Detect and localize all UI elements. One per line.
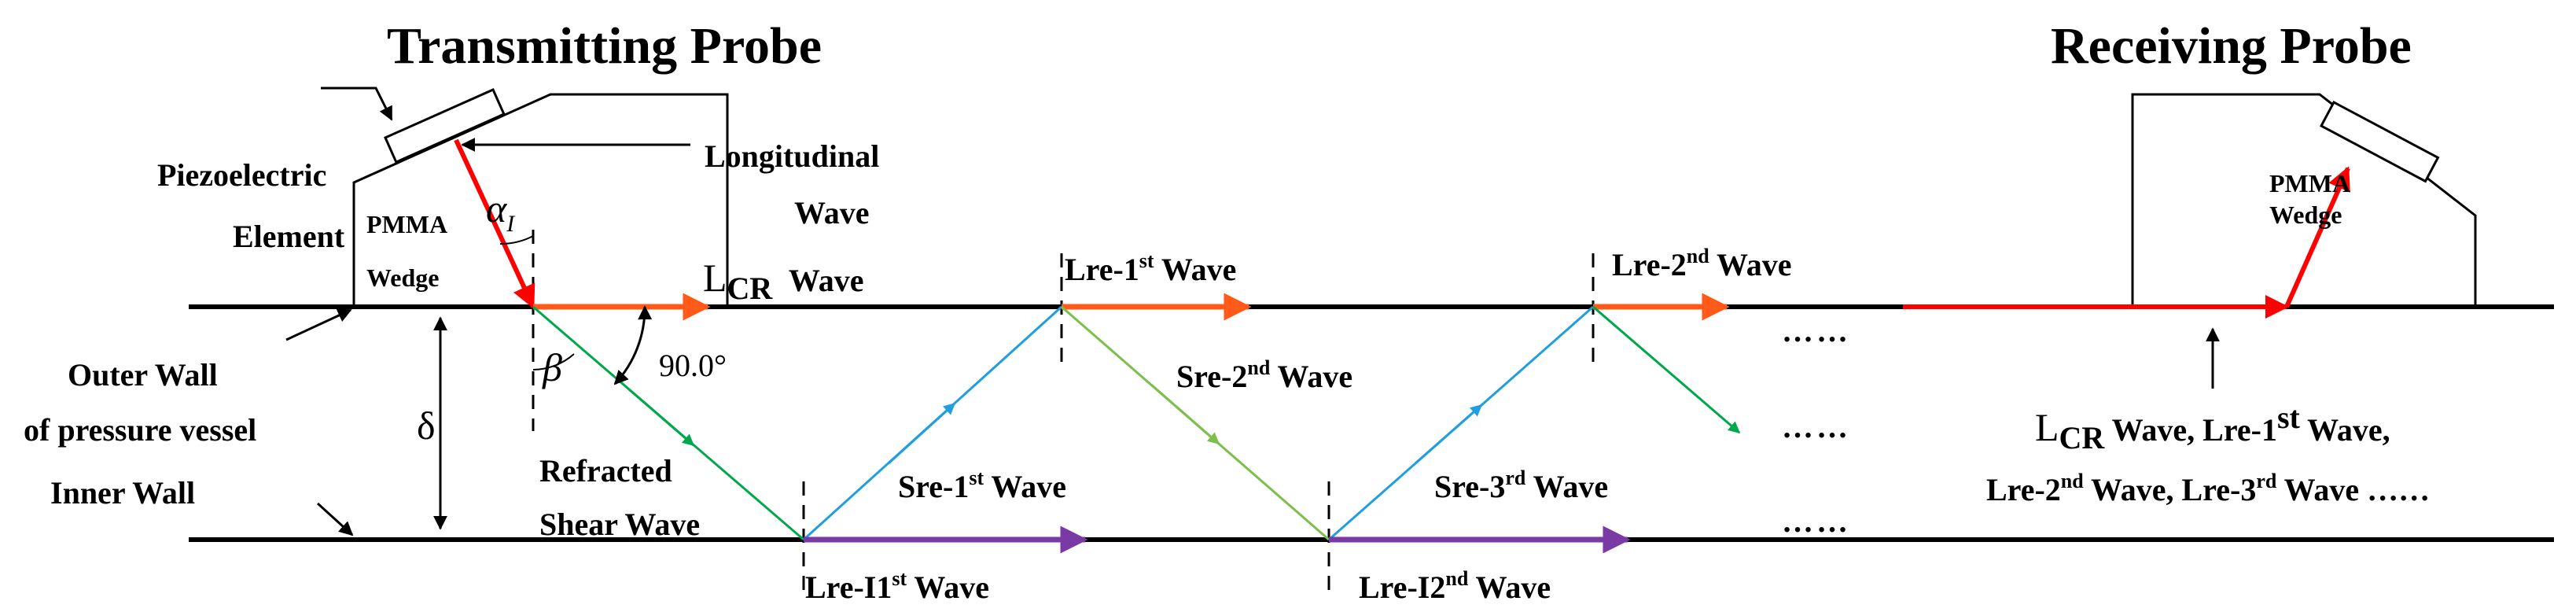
transmitting-probe-title: Transmitting Probe xyxy=(387,17,822,75)
piezo-label-line1: Piezoelectric xyxy=(157,157,326,193)
angle-90-arc xyxy=(613,305,653,385)
continuation-dots-outer: …… xyxy=(1782,313,1851,348)
lrei2-label: Lre-I2nd Wave xyxy=(1359,567,1551,605)
pmma-right-line2: Wedge xyxy=(2269,201,2342,229)
lrei1-label: Lre-I1st Wave xyxy=(805,567,989,605)
receiving-probe-title: Receiving Probe xyxy=(2051,17,2412,75)
longitudinal-label-line2: Wave xyxy=(794,195,870,230)
piezoelectric-element-receiver xyxy=(2320,100,2440,183)
inner-wall-label: Inner Wall xyxy=(50,475,195,511)
receiver-label-line2: Lre-2nd Wave, Lre-3rd Wave …… xyxy=(1986,470,2430,507)
sre4-ray xyxy=(1592,305,1741,434)
continuation-dots-inner: …… xyxy=(1782,503,1851,539)
beta-symbol: β xyxy=(542,345,562,389)
received-longitudinal-ray xyxy=(2284,166,2350,308)
pmma-left-line1: PMMA xyxy=(366,210,447,238)
alpha-arc xyxy=(499,235,534,245)
pmma-right-line1: PMMA xyxy=(2269,169,2350,197)
inner-wall-leader xyxy=(316,502,354,536)
piezoelectric-element-transmitter xyxy=(384,88,506,164)
refracted-label-line1: Refracted xyxy=(539,453,672,488)
lre1-label: Lre-1st Wave xyxy=(1065,249,1236,287)
angle-90-label: 90.0° xyxy=(659,348,727,383)
sre3-label: Sre-3rd Wave xyxy=(1434,466,1608,504)
refracted-shear-arrow xyxy=(628,388,695,447)
sre3-arrow xyxy=(1415,404,1483,465)
incident-longitudinal-ray xyxy=(454,138,535,309)
longitudinal-label-line1: Longitudinal xyxy=(705,138,879,174)
pmma-left-line2: Wedge xyxy=(366,264,439,292)
outer-wall-label-line1: Outer Wall xyxy=(68,357,218,393)
piezo-label-line2: Element xyxy=(233,219,345,254)
outer-wall-leader xyxy=(285,308,352,341)
receiver-label-line1: LCR Wave, Lre-1st Wave, xyxy=(2035,400,2390,455)
piezo-leader xyxy=(321,87,393,121)
thickness-symbol: δ xyxy=(417,404,436,448)
receiving-wedge xyxy=(2131,93,2477,307)
alpha-symbol: αI xyxy=(486,186,516,237)
sre2-arrow xyxy=(1150,383,1220,445)
transmitting-wedge xyxy=(352,93,729,307)
lre2-label: Lre-2nd Wave xyxy=(1612,245,1792,282)
sre1-label: Sre-1st Wave xyxy=(898,466,1066,504)
sre1-arrow xyxy=(887,402,956,465)
continuation-dots-middle: …… xyxy=(1782,409,1851,444)
sre2-label: Sre-2nd Wave xyxy=(1176,356,1352,394)
refracted-label-line2: Shear Wave xyxy=(539,507,700,542)
beta-arc xyxy=(532,353,575,371)
outer-wall-label-line2: of pressure vessel xyxy=(24,412,256,448)
